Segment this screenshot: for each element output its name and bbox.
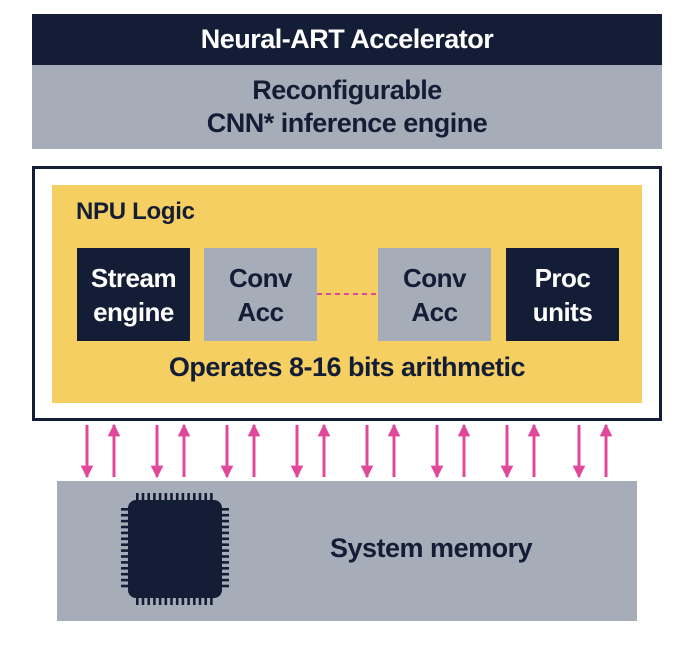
stream-engine-block: Stream engine	[77, 248, 190, 341]
subtitle-line-1: Reconfigurable	[252, 75, 442, 105]
arithmetic-label: Operates 8-16 bits arithmetic	[168, 352, 526, 382]
engine-subtitle: Reconfigurable CNN* inference engine	[32, 65, 662, 149]
accelerator-title: Neural-ART Accelerator	[32, 14, 662, 65]
title-text: Neural-ART Accelerator	[200, 24, 494, 54]
proc-units-line-1: Proc	[534, 262, 591, 293]
subtitle-line-2: CNN* inference engine	[206, 108, 488, 138]
conv-acc-block-1: Conv Acc	[204, 248, 317, 341]
proc-units-line-2: units	[532, 296, 593, 327]
conv-acc-2-line-1: Conv	[403, 262, 467, 293]
proc-units-block: Proc units	[506, 248, 619, 341]
stream-engine-line-1: Stream	[90, 262, 177, 293]
conv-acc-2-line-2: Acc	[411, 296, 458, 327]
stream-engine-line-2: engine	[93, 296, 174, 327]
system-memory-label: System memory	[330, 533, 533, 563]
conv-acc-block-2: Conv Acc	[378, 248, 491, 341]
npu-logic-label: NPU Logic	[76, 198, 195, 225]
bus-arrows	[80, 423, 613, 479]
conv-acc-1-line-2: Acc	[237, 296, 284, 327]
chip-icon	[121, 493, 229, 605]
conv-acc-1-line-1: Conv	[229, 262, 293, 293]
